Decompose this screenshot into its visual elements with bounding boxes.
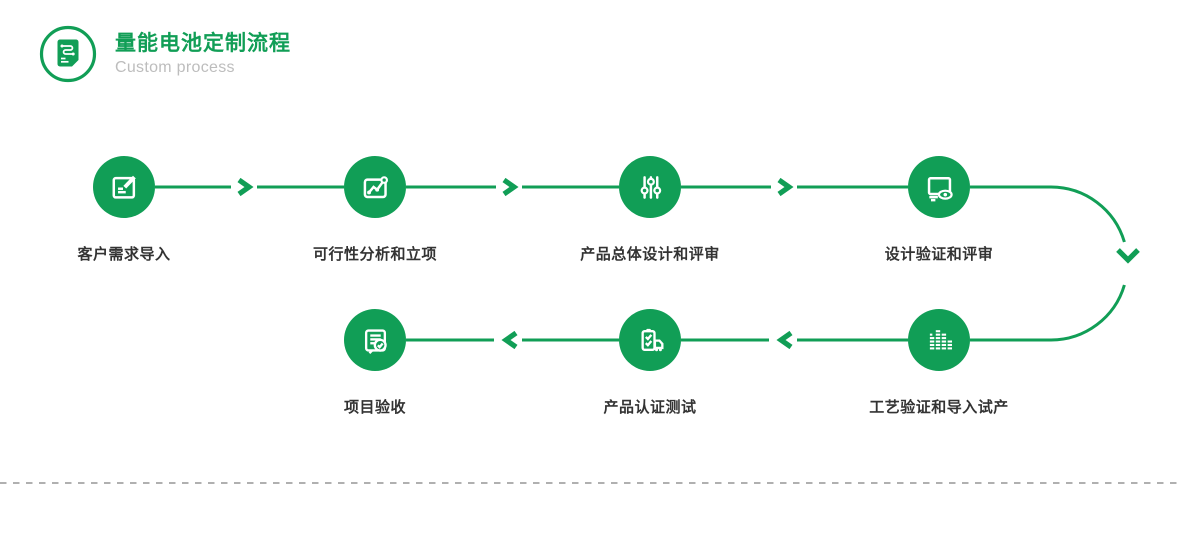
step-feasibility-analysis: 可行性分析和立项: [265, 156, 485, 264]
process-flow-document-icon: [38, 24, 98, 84]
step-product-certification-testing: 产品认证测试: [540, 309, 760, 417]
step-process-verification-trial-production: 工艺验证和导入试产: [829, 309, 1049, 417]
step-label: 产品认证测试: [603, 399, 697, 416]
step-label: 客户需求导入: [77, 246, 171, 263]
sliders-icon: [619, 156, 681, 218]
trend-chart-icon: [344, 156, 406, 218]
monitor-eye-icon: [908, 156, 970, 218]
edit-note-icon: [93, 156, 155, 218]
step-project-acceptance: 项目验收: [265, 309, 485, 417]
checklist-truck-icon: [619, 309, 681, 371]
page-subtitle: Custom process: [115, 59, 235, 77]
step-label: 设计验证和评审: [884, 246, 994, 263]
page-title: 量能电池定制流程: [115, 31, 291, 55]
equalizer-bars-icon: [908, 309, 970, 371]
step-label: 工艺验证和导入试产: [869, 399, 1009, 416]
step-label: 产品总体设计和评审: [580, 246, 720, 263]
document-check-icon: [344, 309, 406, 371]
step-customer-needs: 客户需求导入: [14, 156, 234, 264]
step-label: 项目验收: [343, 399, 406, 416]
step-overall-design-review: 产品总体设计和评审: [540, 156, 760, 264]
arrow-down-icon: [1116, 248, 1140, 264]
header: 量能电池定制流程 Custom process: [38, 24, 291, 84]
step-label: 可行性分析和立项: [312, 246, 437, 263]
arrow-right-icon: [237, 177, 254, 197]
arrow-left-icon: [501, 330, 518, 350]
arrow-left-icon: [776, 330, 793, 350]
arrow-right-icon: [777, 177, 794, 197]
arrow-right-icon: [502, 177, 519, 197]
step-design-verification-review: 设计验证和评审: [829, 156, 1049, 264]
